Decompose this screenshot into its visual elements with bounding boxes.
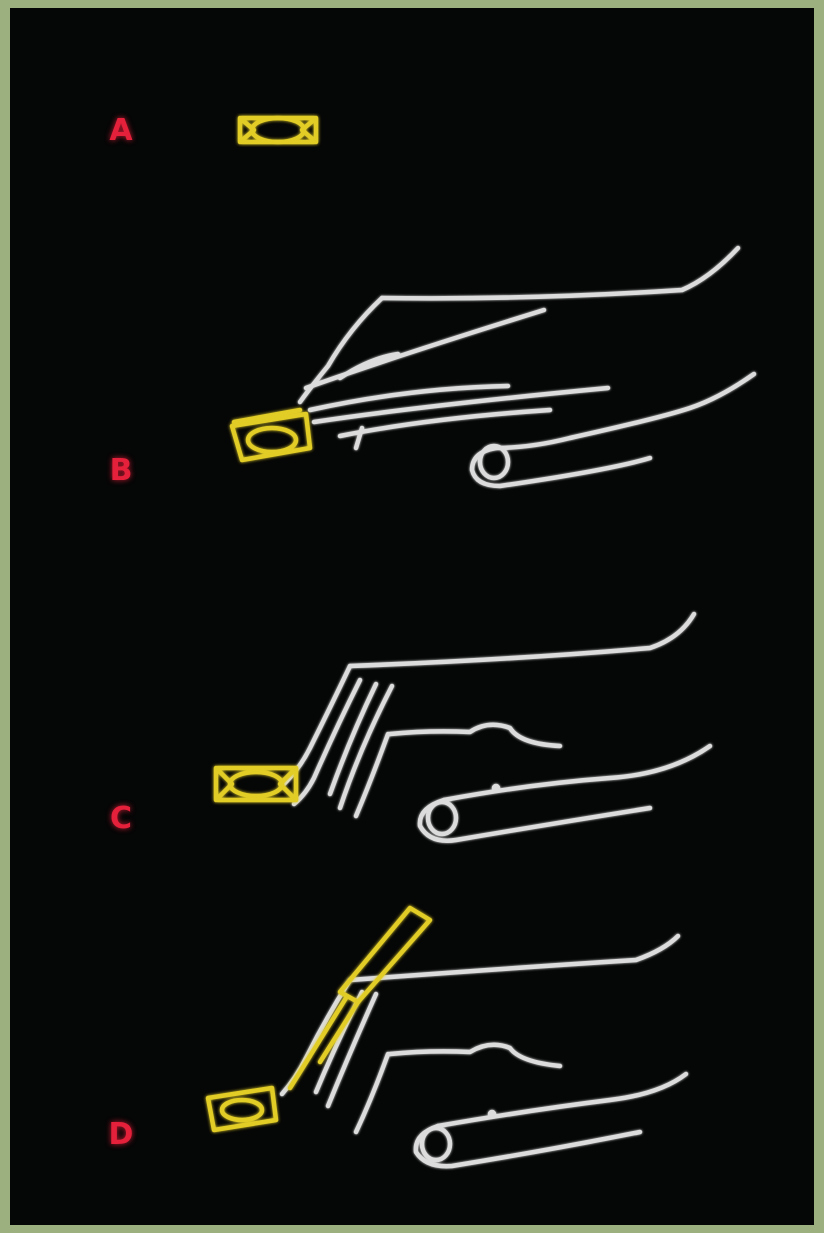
panel-b-object (232, 410, 310, 460)
panel-b-hand (300, 248, 754, 486)
panel-a-object (240, 118, 316, 142)
panel-d-tool (290, 908, 430, 1088)
panel-a-drawing (176, 95, 390, 142)
panel-c-hand (284, 614, 710, 841)
panel-label-b: B (106, 456, 136, 486)
panel-c-object (216, 768, 296, 800)
panel-label-c: C (106, 804, 136, 834)
panel-c-drawing (206, 614, 710, 841)
panel-label-a: A (106, 116, 136, 146)
panel-label-d: D (106, 1120, 136, 1150)
panel-d-drawing (208, 908, 686, 1166)
panel-b-drawing (232, 248, 754, 486)
diagram-drawing (10, 8, 814, 1225)
panel-d-object (208, 1088, 276, 1130)
diagram-frame: A B C D (10, 8, 814, 1225)
panel-d-hand (282, 936, 686, 1166)
